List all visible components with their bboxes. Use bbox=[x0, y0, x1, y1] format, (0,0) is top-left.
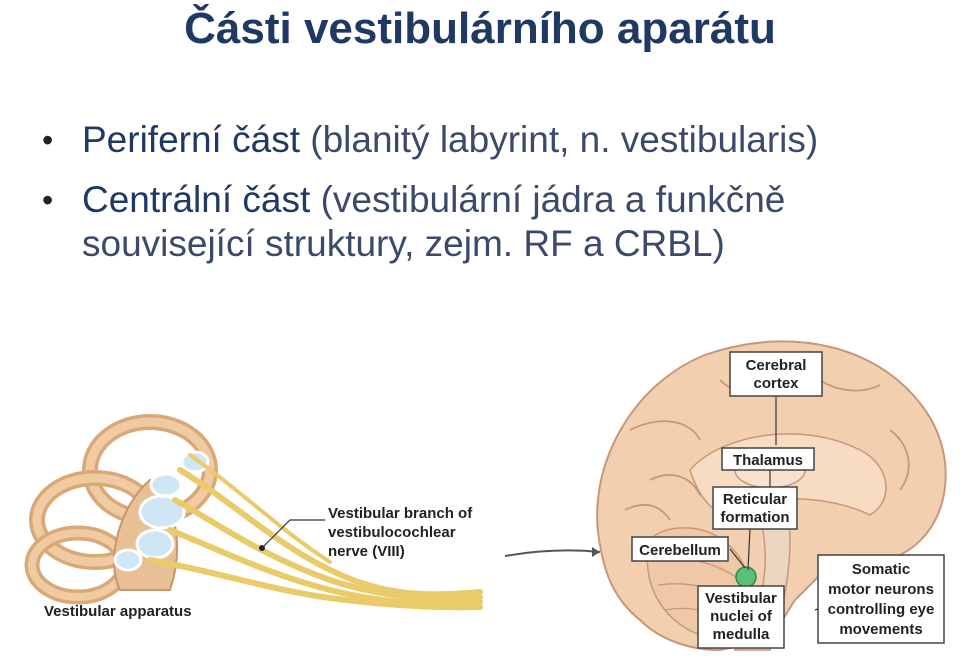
svg-text:Cerebral: Cerebral bbox=[746, 357, 807, 374]
label-vestibular-apparatus: Vestibular apparatus bbox=[44, 603, 192, 620]
svg-text:nerve (VIII): nerve (VIII) bbox=[328, 543, 405, 560]
svg-text:Somatic: Somatic bbox=[852, 561, 910, 578]
vestibular-nerve-illustration bbox=[147, 453, 483, 611]
arrow-head-icon bbox=[592, 547, 600, 557]
svg-text:controlling eye: controlling eye bbox=[828, 601, 935, 618]
anatomy-figure: Cerebral cortex Thalamus Reticular forma… bbox=[24, 340, 947, 652]
svg-text:vestibulocochlear: vestibulocochlear bbox=[328, 524, 456, 541]
label-cerebellum: Cerebellum bbox=[631, 536, 729, 562]
label-vestibular-nerve: Vestibular branch of vestibulocochlear n… bbox=[328, 505, 473, 560]
bullet-detail: (blanitý labyrint, n. vestibularis) bbox=[310, 119, 819, 160]
bullet-detail: (vestibulární jádra a funkčně souvisejíc… bbox=[82, 179, 786, 264]
bullet-lead: Periferní část bbox=[82, 119, 300, 160]
svg-text:Vestibular branch of: Vestibular branch of bbox=[328, 505, 473, 522]
svg-text:Reticular: Reticular bbox=[723, 491, 787, 508]
label-reticular-formation: Reticular formation bbox=[712, 486, 798, 530]
svg-text:Vestibular: Vestibular bbox=[705, 590, 777, 607]
label-vestibular-nuclei: Vestibular nuclei of medulla bbox=[697, 585, 785, 649]
svg-text:Cerebellum: Cerebellum bbox=[639, 542, 721, 559]
svg-text:movements: movements bbox=[839, 621, 922, 638]
label-somatic-motor-neurons: Somatic motor neurons controlling eye mo… bbox=[817, 554, 945, 644]
arrow-connector bbox=[504, 549, 601, 557]
svg-text:cortex: cortex bbox=[753, 375, 799, 392]
svg-text:nuclei of: nuclei of bbox=[710, 608, 773, 625]
svg-text:formation: formation bbox=[720, 509, 789, 526]
label-cerebral-cortex: Cerebral cortex bbox=[729, 351, 823, 397]
slide-title: Části vestibulárního aparátu bbox=[184, 4, 776, 53]
bullet-dot-icon: • bbox=[42, 122, 54, 158]
label-thalamus: Thalamus bbox=[721, 447, 815, 471]
svg-text:motor neurons: motor neurons bbox=[828, 581, 934, 598]
bullet-central: • Centrální část (vestibulární jádra a f… bbox=[40, 178, 940, 266]
svg-text:Thalamus: Thalamus bbox=[733, 452, 803, 469]
bullet-lead: Centrální část bbox=[82, 179, 311, 220]
bullet-peripheral: • Periferní část (blanitý labyrint, n. v… bbox=[40, 118, 940, 162]
vestibular-nucleus-marker bbox=[735, 566, 757, 588]
semicircular-canals-illustration bbox=[24, 414, 218, 605]
svg-text:medulla: medulla bbox=[713, 626, 770, 643]
bullet-dot-icon: • bbox=[42, 182, 54, 218]
bullet-list: • Periferní část (blanitý labyrint, n. v… bbox=[40, 118, 940, 282]
